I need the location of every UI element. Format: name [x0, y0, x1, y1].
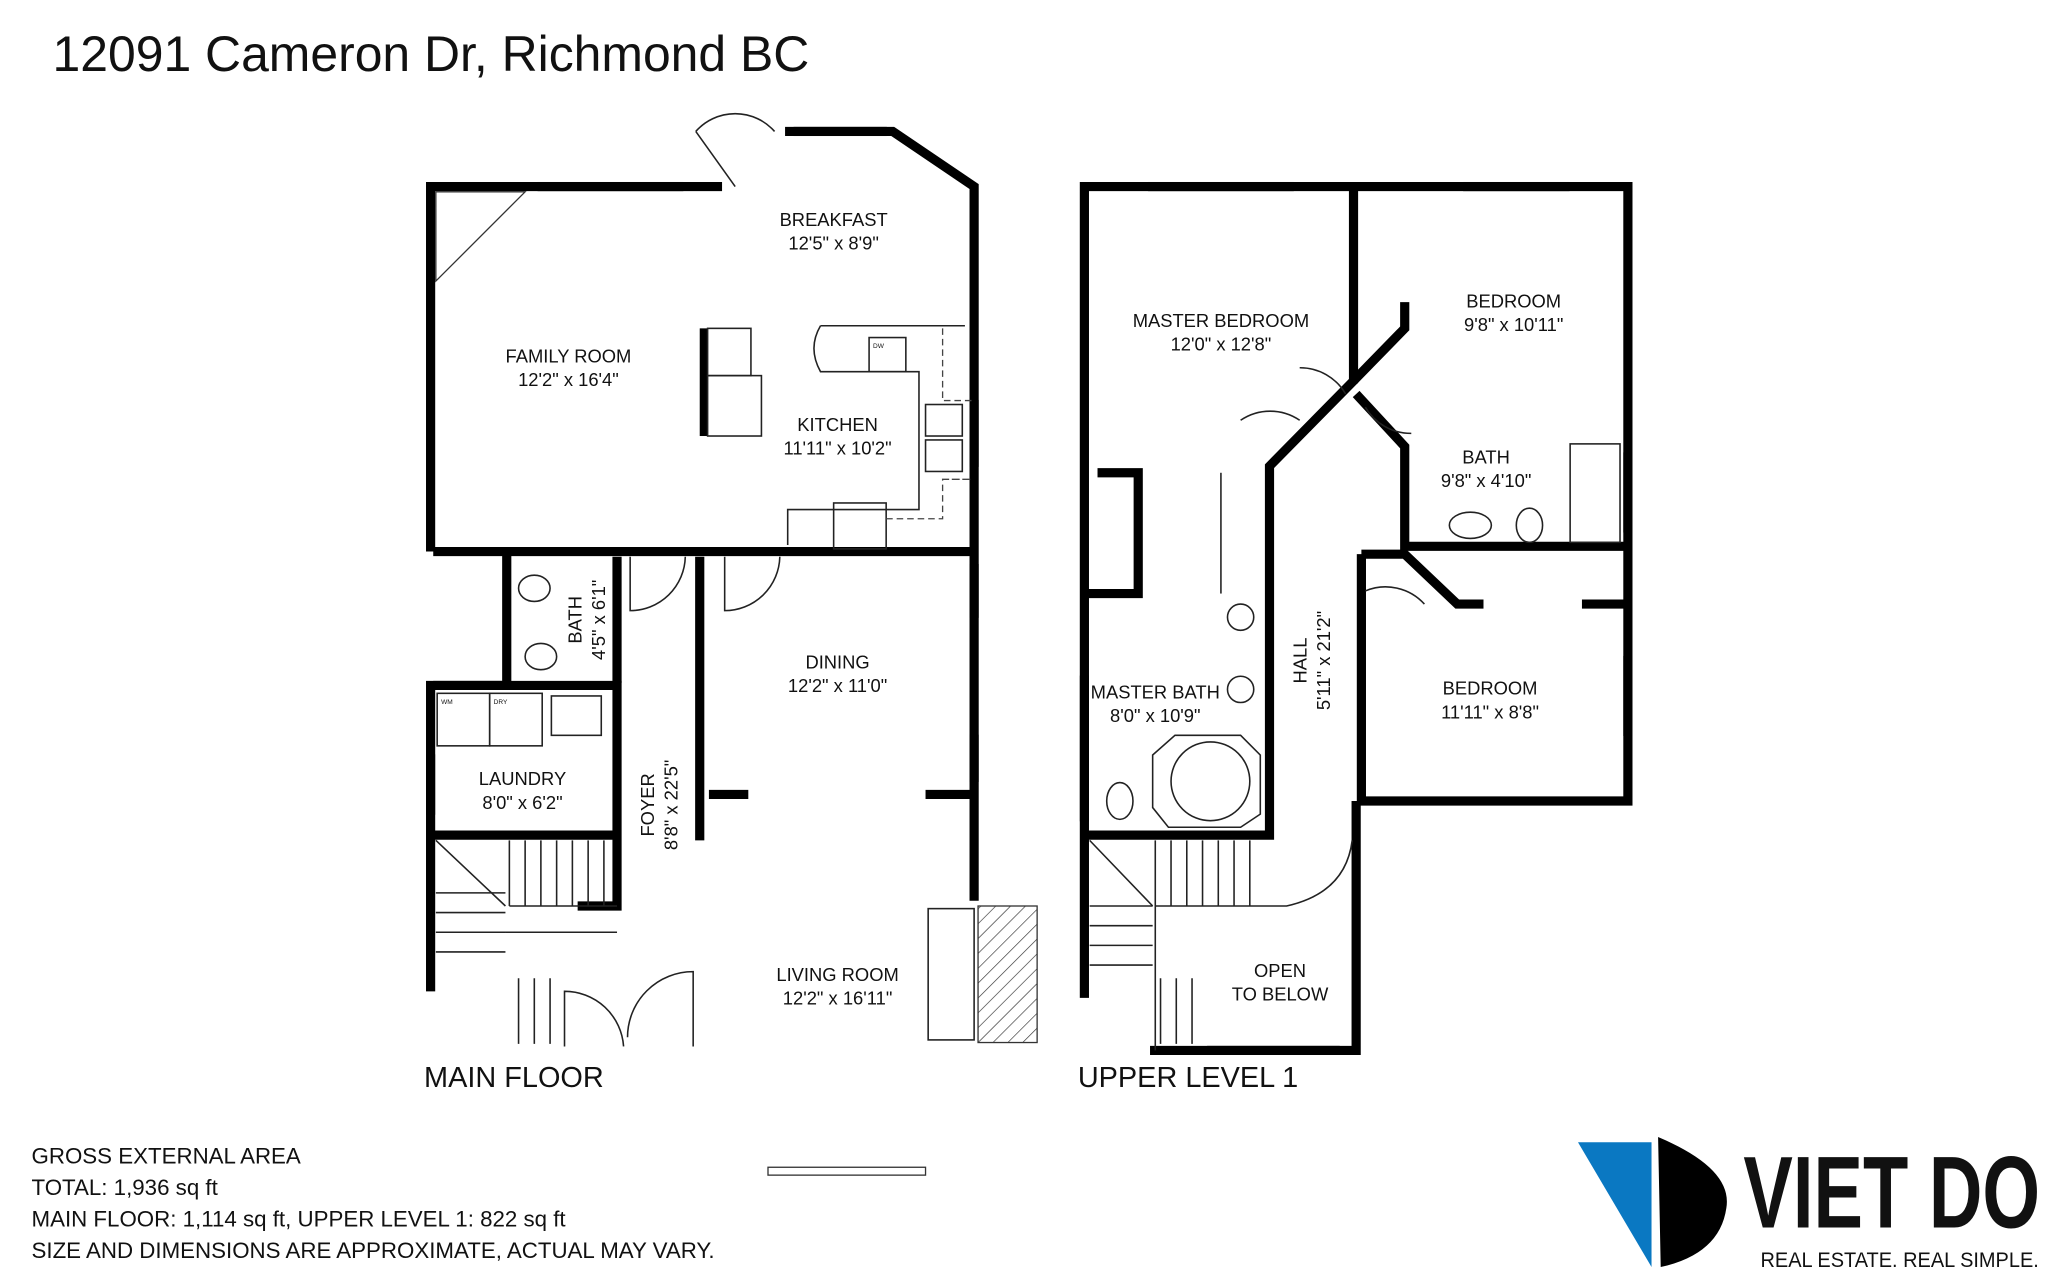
logo-triangle-icon	[1578, 1142, 1652, 1268]
room-name: OPEN	[1254, 960, 1306, 981]
room-size: 12'5" x 8'9"	[788, 233, 878, 254]
fireplace-icon	[435, 191, 1038, 1044]
room-size: 12'0" x 12'8"	[1171, 334, 1272, 355]
upper-level-plan	[1079, 181, 1633, 1056]
area-heading: GROSS EXTERNAL AREA	[32, 1143, 301, 1168]
room-size: 9'8" x 4'10"	[1441, 470, 1531, 491]
room-size: 8'0" x 10'9"	[1110, 705, 1200, 726]
room-size: 12'2" x 16'11"	[783, 987, 893, 1008]
room-name: LIVING ROOM	[776, 964, 898, 985]
room-size: 11'11" x 10'2"	[783, 437, 891, 458]
room-size: 4'5" x 6'1"	[588, 580, 609, 660]
area-breakdown: MAIN FLOOR: 1,114 sq ft, UPPER LEVEL 1: …	[32, 1206, 567, 1231]
main-floor-plan: DW WM DRY	[426, 112, 1038, 1176]
room-name: LAUNDRY	[479, 768, 566, 789]
room-name: DINING	[805, 651, 869, 672]
main-floor-label: MAIN FLOOR	[424, 1062, 604, 1094]
room-size: 12'2" x 16'4"	[518, 369, 619, 390]
room-name: FAMILY ROOM	[506, 345, 632, 366]
upper-level-label: UPPER LEVEL 1	[1078, 1062, 1298, 1094]
room-name: HALL	[1289, 638, 1310, 684]
room-name: BEDROOM	[1443, 678, 1538, 699]
room-size: 11'11" x 8'8"	[1441, 701, 1539, 722]
room-name: KITCHEN	[797, 414, 878, 435]
washer-label: WM	[441, 699, 453, 706]
area-disclaimer: SIZE AND DIMENSIONS ARE APPROXIMATE, ACT…	[32, 1238, 715, 1263]
room-size: 8'8" x 22'5"	[660, 760, 681, 850]
area-summary: GROSS EXTERNAL AREA TOTAL: 1,936 sq ft M…	[32, 1143, 715, 1263]
dryer-label: DRY	[494, 699, 508, 706]
page-title: 12091 Cameron Dr, Richmond BC	[53, 26, 810, 82]
room-name: BATH	[565, 596, 586, 644]
room-size: 8'0" x 6'2"	[482, 792, 562, 813]
room-size: TO BELOW	[1232, 984, 1329, 1005]
room-name: MASTER BEDROOM	[1133, 310, 1309, 331]
logo-tagline: REAL ESTATE. REAL SIMPLE.	[1760, 1249, 2038, 1272]
room-name: BEDROOM	[1466, 290, 1561, 311]
viet-do-logo: VIET DO REAL ESTATE. REAL SIMPLE.	[1578, 1135, 2040, 1272]
area-total: TOTAL: 1,936 sq ft	[32, 1175, 219, 1200]
room-name: BREAKFAST	[780, 209, 888, 230]
room-size: 9'8" x 10'11"	[1464, 314, 1563, 335]
logo-d-icon	[1658, 1137, 1727, 1268]
dishwasher-label: DW	[873, 343, 885, 350]
room-size: 12'2" x 11'0"	[788, 675, 887, 696]
room-name: BATH	[1462, 447, 1510, 468]
room-name: FOYER	[637, 773, 658, 836]
room-size: 5'11" x 21'2"	[1313, 611, 1334, 710]
logo-name: VIET DO	[1743, 1135, 2040, 1250]
room-name: MASTER BATH	[1091, 682, 1220, 703]
stairs	[435, 839, 618, 1044]
